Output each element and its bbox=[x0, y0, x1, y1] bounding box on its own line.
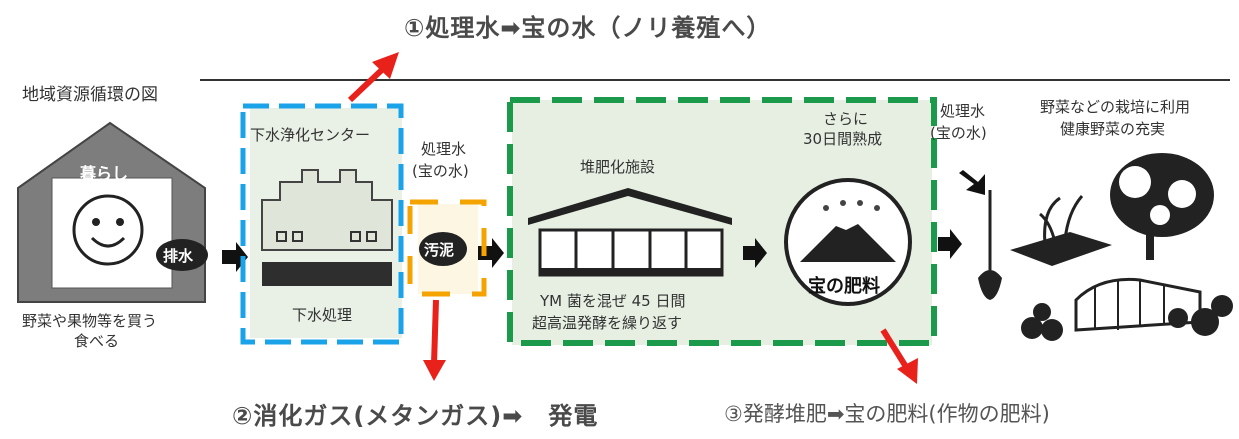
sewage-center-title: 下水浄化センター bbox=[250, 126, 371, 144]
sewage-plant-icon bbox=[261, 169, 393, 286]
crops-illustration bbox=[978, 153, 1233, 341]
house-caption-line1: 野菜や果物等を買う bbox=[22, 312, 158, 330]
drain-badge-label: 排水 bbox=[163, 247, 194, 265]
treated-water-2-line2: (宝の水) bbox=[930, 124, 987, 142]
diagram-header-label: 地域資源循環の図 bbox=[22, 85, 158, 105]
sludge-badge-label: 汚泥 bbox=[424, 241, 455, 259]
sewage-frame bbox=[240, 103, 404, 345]
caption-fermented-compost: ③発酵堆肥➡宝の肥料(作物の肥料) bbox=[724, 402, 1050, 426]
compost-frame bbox=[507, 97, 937, 346]
compost-barn-icon bbox=[528, 188, 732, 277]
compost-process-line2: 超高温発酵を繰り返す bbox=[532, 314, 683, 332]
house-roof-label: 暮らし bbox=[80, 164, 129, 183]
sewage-center-bottom-label: 下水処理 bbox=[292, 306, 353, 324]
treated-water-1-line2: (宝の水) bbox=[412, 162, 469, 180]
house-caption-line2: 食べる bbox=[74, 332, 120, 350]
maturation-line2: 30日間熟成 bbox=[803, 130, 883, 148]
house-icon bbox=[17, 121, 206, 303]
caption-treated-water: ①処理水➡宝の水（ノリ養殖へ） bbox=[404, 14, 772, 42]
red-arrows bbox=[347, 52, 918, 384]
crops-caption-line1: 野菜などの栽培に利用 bbox=[1040, 98, 1191, 116]
caption-digestion-gas: ②消化ガス(メタンガス)➡ 発電 bbox=[232, 402, 599, 430]
compost-facility-title: 堆肥化施設 bbox=[580, 158, 656, 176]
treated-water-1-line1: 処理水 bbox=[421, 140, 467, 158]
fertilizer-seal-icon bbox=[784, 178, 912, 306]
compost-process-line1: YM 菌を混ぜ 45 日間 bbox=[540, 292, 686, 310]
maturation-line1: さらに bbox=[823, 110, 869, 128]
treated-water-2-line1: 処理水 bbox=[940, 102, 986, 120]
sludge-badge-shape bbox=[419, 232, 467, 266]
fertilizer-label: 宝の肥料 bbox=[808, 276, 880, 297]
drain-badge-shape bbox=[156, 239, 208, 271]
crops-caption-line2: 健康野菜の充実 bbox=[1060, 120, 1166, 138]
sludge-frame bbox=[407, 199, 487, 297]
